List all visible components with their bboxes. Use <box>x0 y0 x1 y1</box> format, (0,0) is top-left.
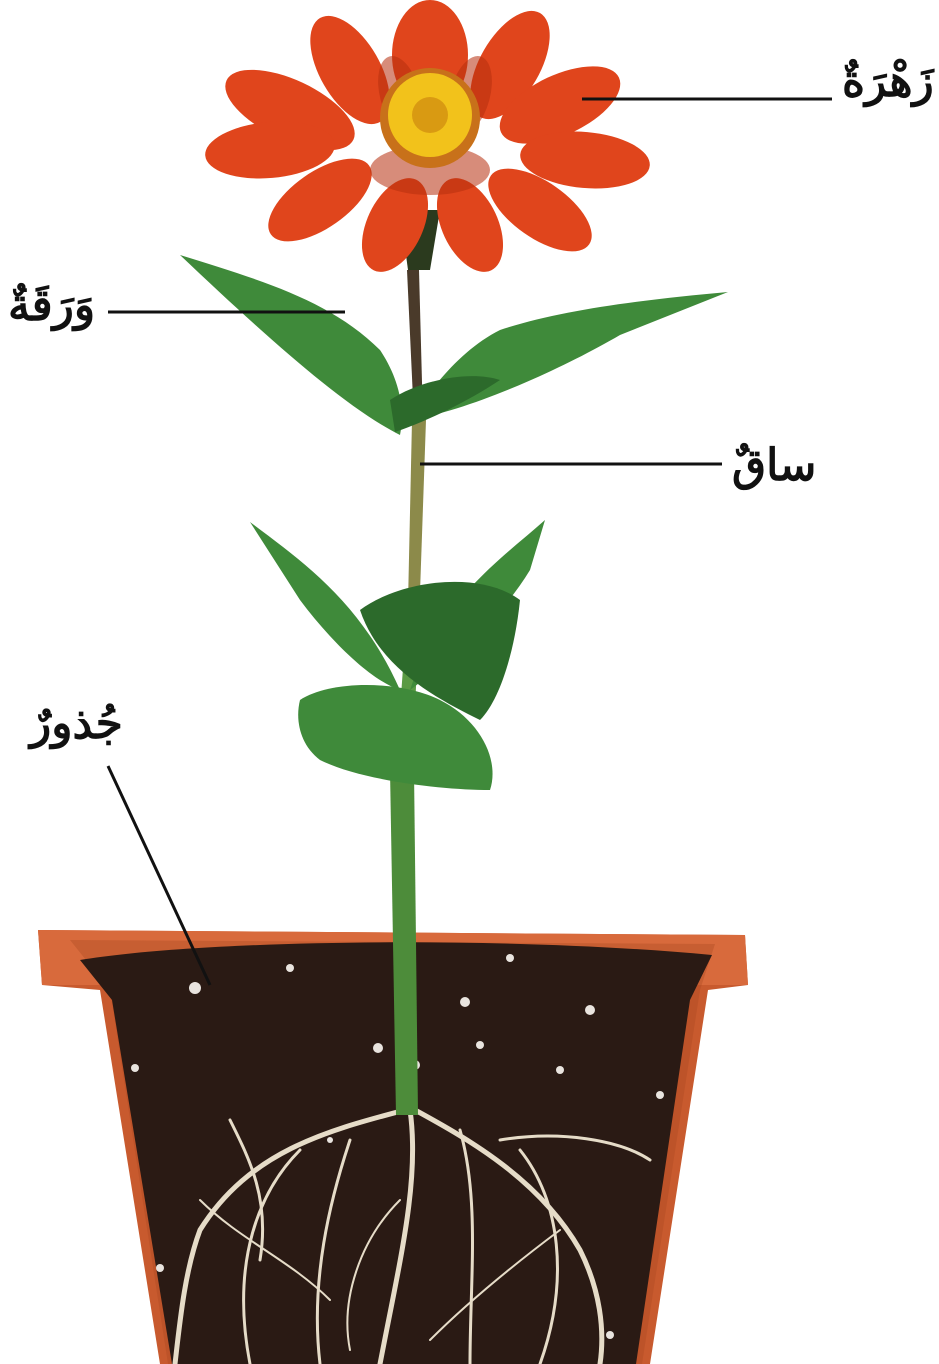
stem-label: ساقٌ <box>732 444 816 488</box>
leaf-label: وَرَقَةٌ <box>8 284 95 328</box>
roots-label: جُذورٌ <box>30 702 123 746</box>
flower-label: زَهْرَةٌ <box>842 60 934 104</box>
lower-leaves <box>250 520 545 790</box>
upper-leaves <box>180 255 728 435</box>
flower <box>203 0 652 282</box>
